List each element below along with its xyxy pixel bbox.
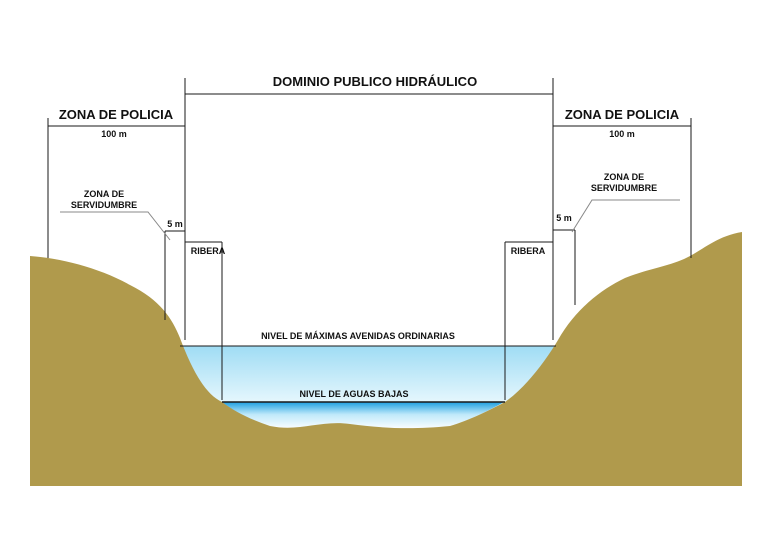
ribera-right-label: RIBERA: [511, 246, 546, 256]
servidumbre-left-label-1: ZONA DE: [84, 189, 124, 199]
ribera-left-label: RIBERA: [191, 246, 226, 256]
servidumbre-right-label-1: ZONA DE: [604, 172, 644, 182]
nivel-bajas-label: NIVEL DE AGUAS BAJAS: [299, 389, 408, 399]
dominio-label: DOMINIO PUBLICO HIDRÁULICO: [273, 74, 477, 89]
servidumbre-left-leader: [60, 212, 170, 240]
policia-left-distance: 100 m: [101, 129, 127, 139]
policia-left-label: ZONA DE POLICIA: [59, 107, 174, 122]
servidumbre-right-label-2: SERVIDUMBRE: [591, 183, 657, 193]
servidumbre-right-distance: 5 m: [556, 213, 572, 223]
policia-right-label: ZONA DE POLICIA: [565, 107, 680, 122]
servidumbre-right-leader: [572, 200, 680, 232]
servidumbre-left-distance: 5 m: [167, 219, 183, 229]
servidumbre-left-label-2: SERVIDUMBRE: [71, 200, 137, 210]
policia-right-distance: 100 m: [609, 129, 635, 139]
nivel-maximas-label: NIVEL DE MÁXIMAS AVENIDAS ORDINARIAS: [261, 331, 455, 341]
